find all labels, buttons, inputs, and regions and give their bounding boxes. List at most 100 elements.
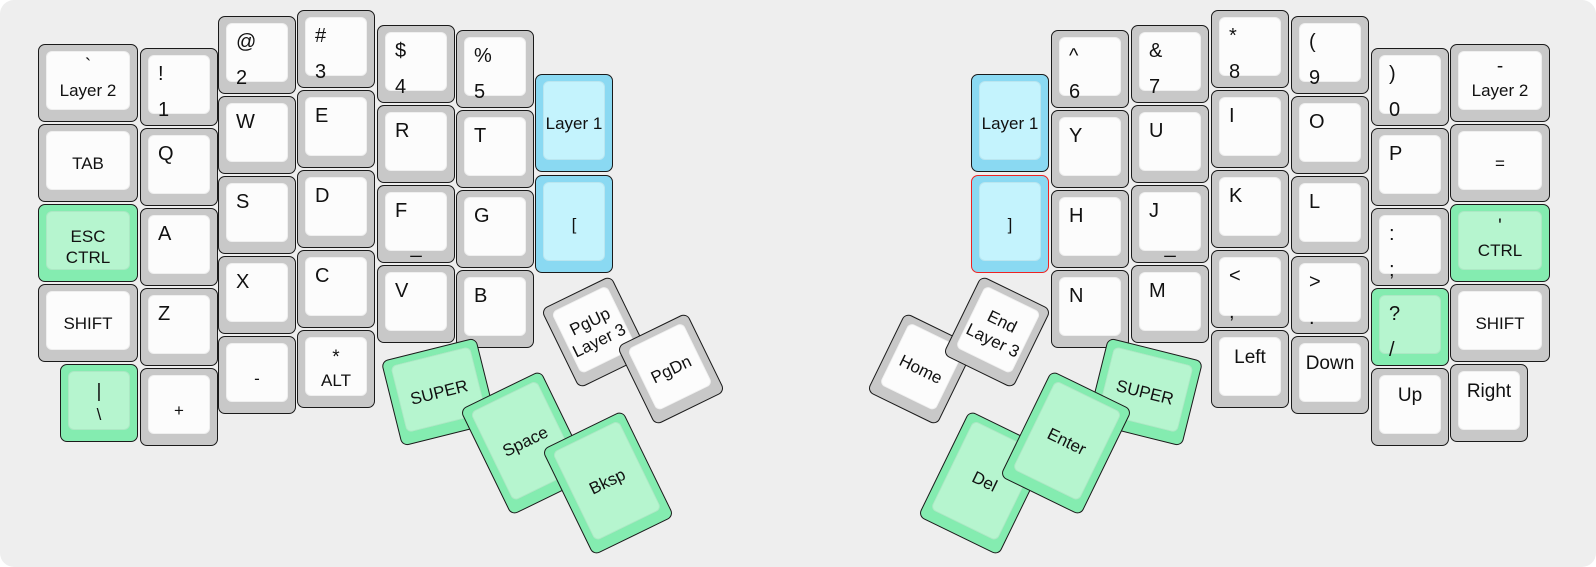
key-r-down[interactable]: Down <box>1291 336 1369 414</box>
key-r-minus-layer2[interactable]: -Layer 2 <box>1450 44 1550 122</box>
key-r-up[interactable]: Up <box>1371 368 1449 446</box>
key-l-4[interactable]: $4 <box>377 25 455 103</box>
key-l-minus[interactable]: - <box>218 336 296 414</box>
key-legend: - <box>254 369 260 388</box>
keycap-surface: *8 <box>1219 17 1281 82</box>
key-r-p[interactable]: P <box>1371 128 1449 206</box>
key-r-k[interactable]: K <box>1211 170 1289 248</box>
key-r-9[interactable]: (9 <box>1291 16 1369 94</box>
key-r-period[interactable]: >. <box>1291 256 1369 334</box>
key-l-q[interactable]: Q <box>140 128 218 206</box>
key-legend: @ <box>236 31 257 53</box>
key-l-c[interactable]: C <box>297 250 375 328</box>
key-legend: / <box>1389 339 1395 361</box>
key-legend: D <box>315 185 330 207</box>
key-l-layer1[interactable]: Layer 1 <box>535 74 613 172</box>
key-r-y[interactable]: Y <box>1051 110 1129 188</box>
key-l-v[interactable]: V <box>377 265 455 343</box>
key-legend: 1 <box>158 99 170 121</box>
key-r-i[interactable]: I <box>1211 90 1289 168</box>
key-r-semicolon[interactable]: :; <box>1371 208 1449 286</box>
key-r-slash[interactable]: ?/ <box>1371 288 1449 366</box>
key-legend: Bksp <box>586 464 629 499</box>
key-legend: TAB <box>72 154 104 173</box>
key-legend: J <box>1149 200 1159 222</box>
keycap-surface: - <box>226 343 288 402</box>
keycap-surface: X <box>226 263 288 322</box>
key-r-shift[interactable]: SHIFT <box>1450 284 1550 362</box>
key-legend: 5 <box>474 81 486 103</box>
key-r-m[interactable]: M <box>1131 265 1209 343</box>
key-l-t[interactable]: T <box>456 110 534 188</box>
key-l-tab[interactable]: TAB <box>38 124 138 202</box>
key-legend: Z <box>158 303 171 325</box>
keycap-surface: U <box>1139 112 1201 171</box>
key-l-s[interactable]: S <box>218 176 296 254</box>
key-l-w[interactable]: W <box>218 96 296 174</box>
key-r-o[interactable]: O <box>1291 96 1369 174</box>
key-r-comma[interactable]: <, <box>1211 250 1289 328</box>
key-l-e[interactable]: E <box>297 90 375 168</box>
key-l-plus[interactable]: + <box>140 368 218 446</box>
key-r-equals[interactable]: = <box>1450 124 1550 202</box>
key-legend: , <box>1229 301 1235 323</box>
keycap-surface: N <box>1059 277 1121 336</box>
key-legend: O <box>1309 111 1325 133</box>
key-r-rbracket[interactable]: ] <box>971 175 1049 273</box>
key-r-u[interactable]: U <box>1131 105 1209 183</box>
key-l-5[interactable]: %5 <box>456 30 534 108</box>
key-legend: ] <box>1007 215 1013 234</box>
keycap-surface: SHIFT <box>46 291 130 350</box>
key-legend: + <box>174 401 184 420</box>
key-r-8[interactable]: *8 <box>1211 10 1289 88</box>
key-l-shift[interactable]: SHIFT <box>38 284 138 362</box>
key-r-7[interactable]: &7 <box>1131 25 1209 103</box>
key-legend: & <box>1149 40 1163 62</box>
key-r-l[interactable]: L <box>1291 176 1369 254</box>
key-legend: \ <box>96 405 102 424</box>
key-l-2[interactable]: @2 <box>218 16 296 94</box>
key-legend: M <box>1149 280 1166 302</box>
keycap-surface: A <box>148 215 210 274</box>
key-legend: I <box>1229 105 1235 127</box>
key-r-quote-ctrl[interactable]: 'CTRL <box>1450 204 1550 282</box>
key-legend: Layer 1 <box>981 114 1039 133</box>
keycap-surface: = <box>1458 131 1542 190</box>
key-r-6[interactable]: ^6 <box>1051 30 1129 108</box>
key-l-g[interactable]: G <box>456 190 534 268</box>
key-l-pipe-backslash[interactable]: |\ <box>60 364 138 442</box>
keycap-surface: #3 <box>305 17 367 82</box>
key-r-right[interactable]: Right <box>1450 364 1528 442</box>
key-r-h[interactable]: H <box>1051 190 1129 268</box>
key-l-1[interactable]: !1 <box>140 48 218 126</box>
keycap-surface: L <box>1299 183 1361 242</box>
keycap-surface: H <box>1059 197 1121 256</box>
key-r-layer1[interactable]: Layer 1 <box>971 74 1049 172</box>
key-legend: # <box>315 25 327 47</box>
key-r-j[interactable]: J_ <box>1131 185 1209 263</box>
key-l-grave-layer2[interactable]: `Layer 2 <box>38 44 138 122</box>
key-legend: Up <box>1397 385 1423 406</box>
key-l-x[interactable]: X <box>218 256 296 334</box>
keycap-surface: W <box>226 103 288 162</box>
key-legend: P <box>1389 143 1403 165</box>
key-l-d[interactable]: D <box>297 170 375 248</box>
key-l-lbracket[interactable]: [ <box>535 175 613 273</box>
key-l-r[interactable]: R <box>377 105 455 183</box>
key-legend: S <box>236 191 250 213</box>
key-l-b[interactable]: B <box>456 270 534 348</box>
key-r-left[interactable]: Left <box>1211 330 1289 408</box>
key-l-3[interactable]: #3 <box>297 10 375 88</box>
key-l-f[interactable]: F_ <box>377 185 455 263</box>
key-legend: 3 <box>315 61 327 83</box>
key-legend: 4 <box>395 76 407 98</box>
key-l-alt[interactable]: *ALT <box>297 330 375 408</box>
key-l-z[interactable]: Z <box>140 288 218 366</box>
keycap-surface: ] <box>979 182 1041 261</box>
key-r-0[interactable]: )0 <box>1371 48 1449 126</box>
keycap-surface: G <box>464 197 526 256</box>
keycap-surface: SHIFT <box>1458 291 1542 350</box>
key-l-a[interactable]: A <box>140 208 218 286</box>
key-r-n[interactable]: N <box>1051 270 1129 348</box>
